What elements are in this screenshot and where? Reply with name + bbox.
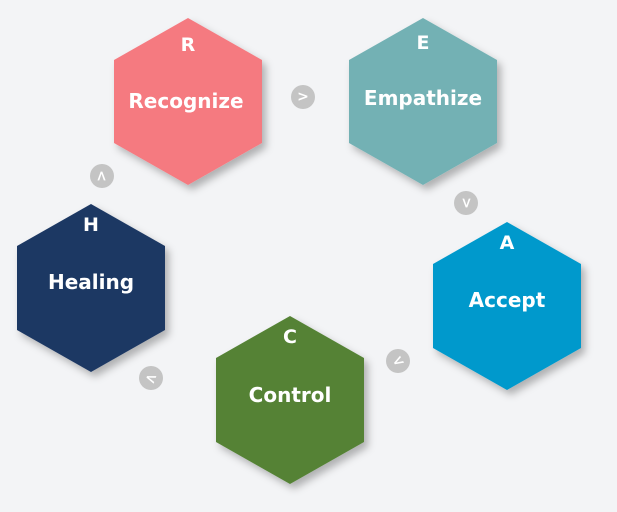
letter-healing: H xyxy=(83,214,99,236)
connector-circle xyxy=(90,164,114,188)
hex-empathize xyxy=(349,18,497,185)
arrow-up-left-icon: > xyxy=(143,368,159,387)
label-recognize: Recognize xyxy=(128,89,243,113)
letter-accept: A xyxy=(500,232,515,254)
connector-circle xyxy=(139,366,163,390)
letter-control: C xyxy=(283,326,297,348)
hex-control xyxy=(216,316,364,484)
hex-healing xyxy=(17,204,165,372)
label-accept: Accept xyxy=(469,288,546,312)
connector-r-to-e: > xyxy=(291,85,315,109)
connector-c-to-h: > xyxy=(139,366,163,390)
step-empathize: E Empathize xyxy=(349,18,497,185)
step-healing: H Healing xyxy=(17,204,165,372)
label-control: Control xyxy=(249,383,332,407)
label-empathize: Empathize xyxy=(364,86,482,110)
label-healing: Healing xyxy=(48,270,134,294)
connector-e-to-a: > xyxy=(454,191,478,215)
connector-a-to-c: > xyxy=(386,349,410,373)
letter-recognize: R xyxy=(181,34,196,56)
step-control: C Control xyxy=(216,316,364,484)
hex-accept xyxy=(433,222,581,390)
hex-recognize xyxy=(114,18,262,185)
step-accept: A Accept xyxy=(433,222,581,390)
connector-circle xyxy=(454,191,478,215)
arrow-down-icon: > xyxy=(458,197,474,209)
step-recognize: R Recognize xyxy=(114,18,262,185)
connector-circle xyxy=(386,349,410,373)
arrow-right-icon: > xyxy=(297,89,309,105)
arrow-up-icon: > xyxy=(94,170,110,182)
letter-empathize: E xyxy=(417,32,430,54)
connector-circle xyxy=(291,85,315,109)
connector-h-to-r: > xyxy=(90,164,114,188)
